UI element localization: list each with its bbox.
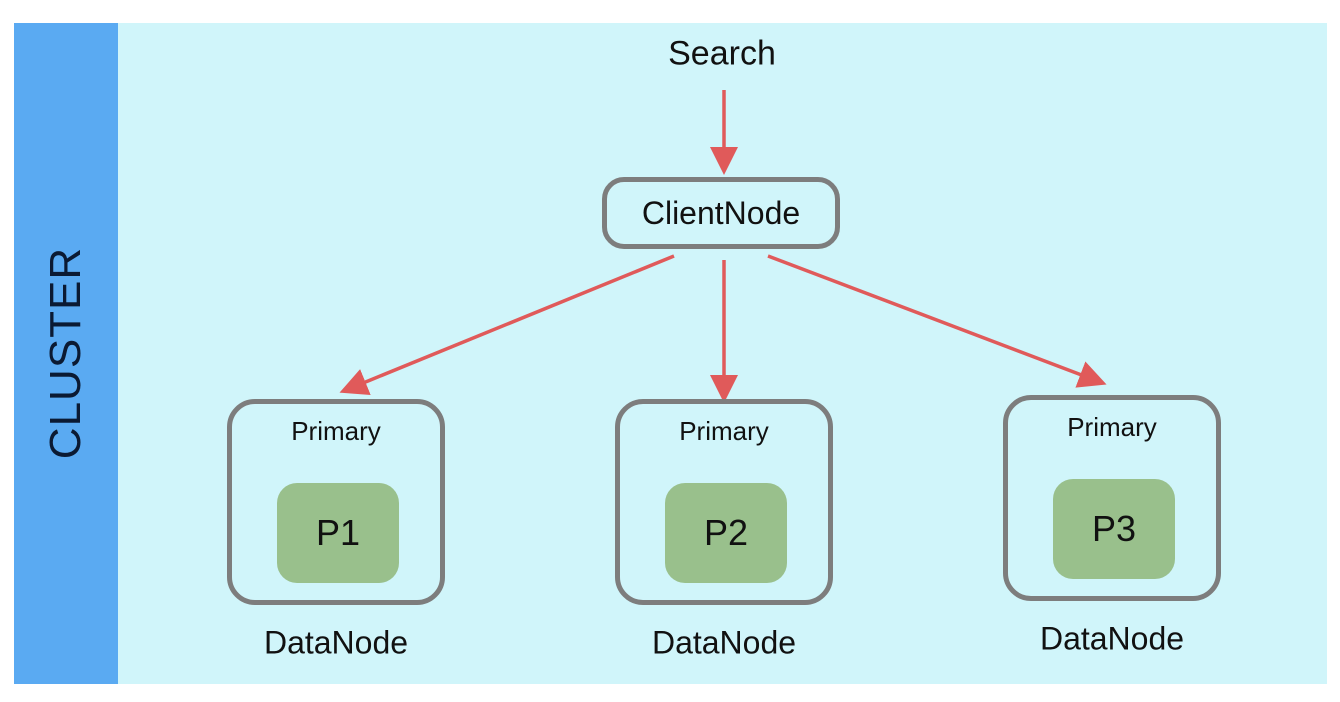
shard-label: P1 [315,512,361,553]
client-node-label: ClientNode [641,194,801,231]
arrow-client-to-datanode-1 [339,254,675,396]
data-node-role: Primary [679,416,769,446]
cluster-sidebar [14,23,118,684]
shard-label: P3 [1091,508,1137,549]
primary-shard: P1 [277,483,399,583]
data-node-caption: DataNode [1039,620,1185,657]
data-node-role: Primary [1067,412,1157,442]
data-node-2: Primary P2 [615,399,833,605]
search-label: Search [668,34,776,73]
data-node-role: Primary [291,416,381,446]
client-node: ClientNode [602,177,840,249]
primary-shard: P3 [1053,479,1175,579]
arrow-client-to-datanode-3 [767,254,1107,388]
data-node-1: Primary P1 [227,399,445,605]
data-node-caption: DataNode [651,624,797,661]
data-node-caption: DataNode [263,624,409,661]
primary-shard: P2 [665,483,787,583]
data-node-3: Primary P3 [1003,395,1221,601]
shard-label: P2 [703,512,749,553]
